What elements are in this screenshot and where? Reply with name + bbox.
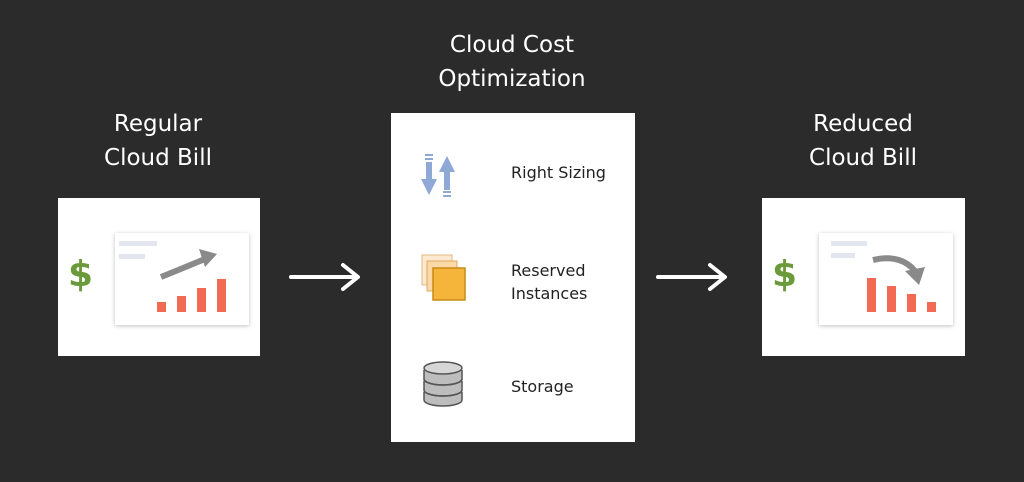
title-line: Cloud Cost — [449, 32, 575, 58]
bar — [907, 294, 916, 312]
title-line: Regular — [113, 111, 203, 137]
rising-bars-chart — [119, 241, 226, 312]
label-line: Instances — [511, 284, 588, 303]
bar — [887, 286, 896, 312]
bar — [927, 302, 936, 312]
bar — [177, 296, 186, 312]
title-line: Optimization — [438, 66, 586, 92]
sheet-line — [119, 241, 157, 246]
sheet-line — [831, 241, 867, 246]
bill-sheet — [819, 233, 953, 325]
dollar-icon: $ — [772, 254, 798, 295]
title-line: Reduced — [813, 111, 913, 137]
trend-up-arrow-head — [199, 249, 217, 267]
right-arrow-icon — [656, 263, 727, 291]
reserved-instances-item: Reserved Instances — [391, 253, 635, 313]
bill-sheet — [115, 233, 249, 325]
regular-cloud-bill-title: Regular Cloud Bill — [58, 107, 258, 175]
bar — [157, 302, 166, 312]
database-icon — [423, 361, 463, 407]
bar — [217, 279, 226, 312]
right-arrow-icon — [289, 263, 360, 291]
reduced-bill-card: $ — [762, 198, 965, 356]
sheet-line — [119, 254, 145, 259]
reduced-cloud-bill-title: Reduced Cloud Bill — [763, 107, 963, 175]
sheet-line — [831, 253, 855, 258]
regular-bill-card: $ — [58, 198, 260, 356]
reserved-instances-label: Reserved Instances — [511, 259, 587, 305]
title-line: Cloud Bill — [809, 145, 917, 171]
cloud-cost-optimization-title: Cloud Cost Optimization — [392, 28, 632, 96]
storage-label: Storage — [511, 377, 574, 396]
stacked-instances-icon — [421, 254, 466, 301]
trend-up-arrow-shaft — [159, 256, 207, 280]
title-line: Cloud Bill — [104, 145, 212, 171]
storage-item: Storage — [391, 358, 635, 418]
falling-bars-chart — [831, 241, 936, 312]
trend-down-arrow-shaft — [872, 255, 918, 274]
resize-arrows-icon — [421, 154, 455, 197]
right-sizing-item: Right Sizing — [391, 148, 635, 208]
bar — [867, 278, 876, 312]
trend-down-arrow-head — [905, 267, 925, 285]
label-line: Reserved — [511, 261, 586, 280]
right-sizing-label: Right Sizing — [511, 163, 606, 182]
dollar-icon: $ — [68, 254, 94, 295]
bar — [197, 288, 206, 312]
optimization-card: Right Sizing Reserved Instances Storage — [391, 113, 635, 442]
